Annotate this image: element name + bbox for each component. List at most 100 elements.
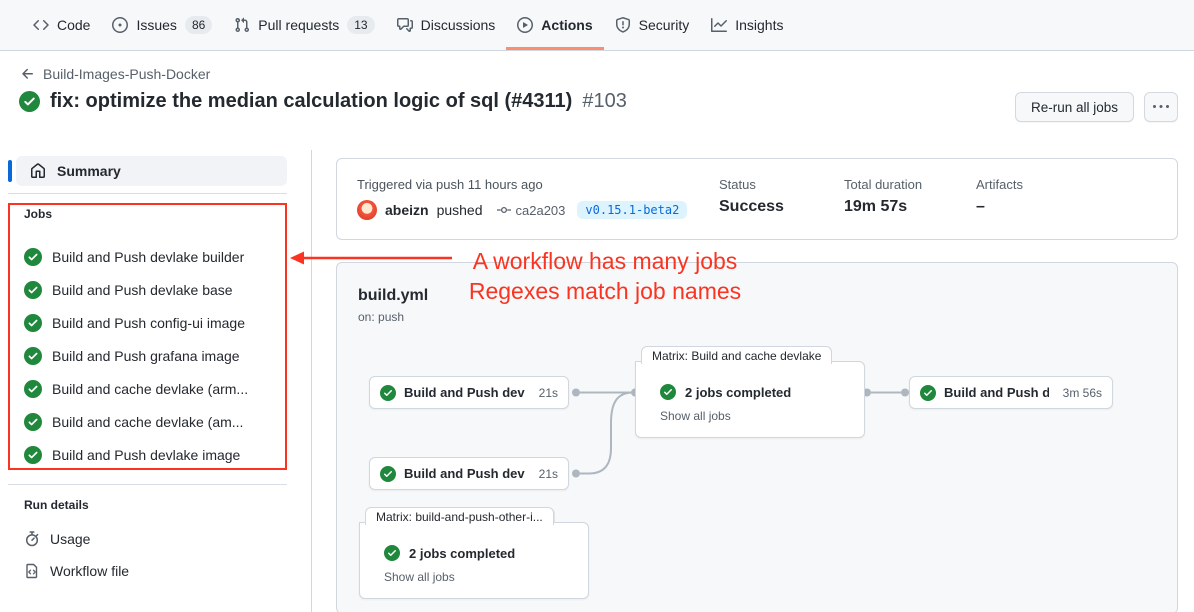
trigger-summary: Triggered via push 11 hours ago <box>357 177 543 192</box>
check-circle-icon <box>19 91 40 112</box>
job-label: Build and Push devlake base <box>52 282 233 298</box>
matrix2-tab[interactable]: Matrix: build-and-push-other-i... <box>365 507 554 525</box>
tab-issues[interactable]: Issues 86 <box>101 0 223 50</box>
sidebar-job-item[interactable]: Build and Push devlake image <box>24 445 276 465</box>
show-all-jobs-link[interactable]: Show all jobs <box>384 570 455 584</box>
issues-count-badge: 86 <box>184 16 213 34</box>
sidebar-job-item[interactable]: Build and Push grafana image <box>24 346 276 366</box>
check-circle-icon <box>24 380 42 398</box>
matrix1-box[interactable]: 2 jobs completed Show all jobs <box>635 361 865 438</box>
tab-code[interactable]: Code <box>22 0 101 50</box>
tab-label: Issues <box>136 17 177 33</box>
divider <box>8 484 287 485</box>
git-commit-icon <box>496 206 511 214</box>
sidebar-item-usage[interactable]: Usage <box>24 529 224 549</box>
play-circle-icon <box>517 17 534 33</box>
graph-connectors <box>572 388 909 478</box>
duration-value: 19m 57s <box>844 198 908 215</box>
check-circle-icon <box>24 248 42 266</box>
matrix2-box[interactable]: 2 jobs completed Show all jobs <box>359 522 589 599</box>
job-label: Build and Push grafana image <box>52 348 240 364</box>
issue-opened-icon <box>112 17 129 33</box>
breadcrumb[interactable]: Build-Images-Push-Docker <box>20 66 210 82</box>
check-circle-icon <box>380 465 396 482</box>
sidebar-item-summary[interactable]: Summary <box>16 156 287 186</box>
code-icon <box>33 19 49 31</box>
job-label: Build and cache devlake (am... <box>52 414 244 430</box>
check-circle-icon <box>24 413 42 431</box>
tab-label: Code <box>57 17 91 33</box>
show-all-jobs-link[interactable]: Show all jobs <box>660 409 731 423</box>
sidebar-item-label: Summary <box>57 163 121 179</box>
check-circle-icon <box>24 314 42 332</box>
matrix-status: 2 jobs completed <box>685 384 792 400</box>
tab-discussions[interactable]: Discussions <box>386 0 507 50</box>
check-circle-icon <box>920 384 936 401</box>
artifacts-value: – <box>976 198 985 215</box>
status-value: Success <box>719 198 784 215</box>
matrix-status-row: 2 jobs completed <box>660 384 791 400</box>
pr-count-badge: 13 <box>347 16 375 34</box>
arrow-left-icon <box>22 68 33 79</box>
avatar[interactable] <box>357 200 377 220</box>
push-row: abeizn pushed ca2a203 v0.15.1-beta2 <box>357 199 688 221</box>
artifacts-column: Artifacts – <box>976 177 1023 216</box>
status-label: Status <box>719 177 756 192</box>
job-label: Build and Push config-ui image <box>52 315 246 331</box>
sidebar-job-item[interactable]: Build and cache devlake (am... <box>24 412 276 432</box>
job-label: Build and Push devlake builder <box>52 249 245 265</box>
graph-node-devlake-builder[interactable]: Build and Push devlake bu... 21s <box>369 457 569 490</box>
node-label: Build and Push devlake ba... <box>404 385 525 400</box>
tab-actions[interactable]: Actions <box>506 0 603 50</box>
action-text: pushed <box>436 202 483 218</box>
page-title: fix: optimize the median calculation log… <box>50 90 573 112</box>
rerun-all-jobs-button[interactable]: Re-run all jobs <box>1014 92 1134 122</box>
file-code-icon <box>26 563 38 579</box>
shield-icon <box>615 17 630 33</box>
tag-badge[interactable]: v0.15.1-beta2 <box>577 201 688 219</box>
tab-pull-requests[interactable]: Pull requests 13 <box>223 0 385 50</box>
tab-label: Pull requests <box>258 17 340 33</box>
tab-security[interactable]: Security <box>604 0 701 50</box>
actor-login[interactable]: abeizn <box>385 202 429 218</box>
check-circle-icon <box>24 281 42 299</box>
node-label: Build and Push devlak... <box>944 385 1049 400</box>
tab-label: Discussions <box>420 17 496 33</box>
artifacts-label: Artifacts <box>976 177 1023 192</box>
run-details-label: Run details <box>24 498 89 512</box>
run-title-row: fix: optimize the median calculation log… <box>19 90 627 113</box>
node-duration: 21s <box>538 466 558 481</box>
tab-label: Insights <box>735 17 784 33</box>
check-circle-icon <box>24 446 42 464</box>
divider <box>8 193 287 194</box>
sidebar-job-item[interactable]: Build and Push devlake builder <box>24 247 276 267</box>
sidebar-item-workflow-file[interactable]: Workflow file <box>24 561 224 581</box>
graph-node-devlake-image[interactable]: Build and Push devlak... 3m 56s <box>909 376 1113 409</box>
workflow-graph-card: build.yml on: push Build and Push devlak… <box>336 262 1178 612</box>
sidebar-item-label: Usage <box>50 531 91 547</box>
more-options-button[interactable] <box>1144 92 1178 122</box>
check-circle-icon <box>384 545 400 561</box>
check-circle-icon <box>24 347 42 365</box>
graph-icon <box>711 18 728 32</box>
graph-node-devlake-base[interactable]: Build and Push devlake ba... 21s <box>369 376 569 409</box>
sidebar-job-item[interactable]: Build and Push devlake base <box>24 280 276 300</box>
status-column: Status Success <box>719 177 784 216</box>
workflow-trigger: on: push <box>358 310 405 324</box>
tab-insights[interactable]: Insights <box>700 0 794 50</box>
matrix-status-row: 2 jobs completed <box>384 545 515 561</box>
sidebar-job-item[interactable]: Build and cache devlake (arm... <box>24 379 276 399</box>
home-icon <box>31 163 45 178</box>
tab-label: Security <box>638 17 690 33</box>
check-circle-icon <box>380 384 396 401</box>
matrix1-tab[interactable]: Matrix: Build and cache devlake <box>641 346 833 364</box>
run-info-card: Triggered via push 11 hours ago abeizn p… <box>336 158 1178 240</box>
workflow-file-name: build.yml <box>358 287 429 304</box>
header-actions: Re-run all jobs <box>1014 92 1178 122</box>
commit-sha[interactable]: ca2a203 <box>515 202 566 218</box>
workflow-name-link: Build-Images-Push-Docker <box>43 66 211 82</box>
sidebar-job-item[interactable]: Build and Push config-ui image <box>24 313 276 333</box>
active-indicator <box>8 160 12 182</box>
run-number: #103 <box>582 90 627 112</box>
